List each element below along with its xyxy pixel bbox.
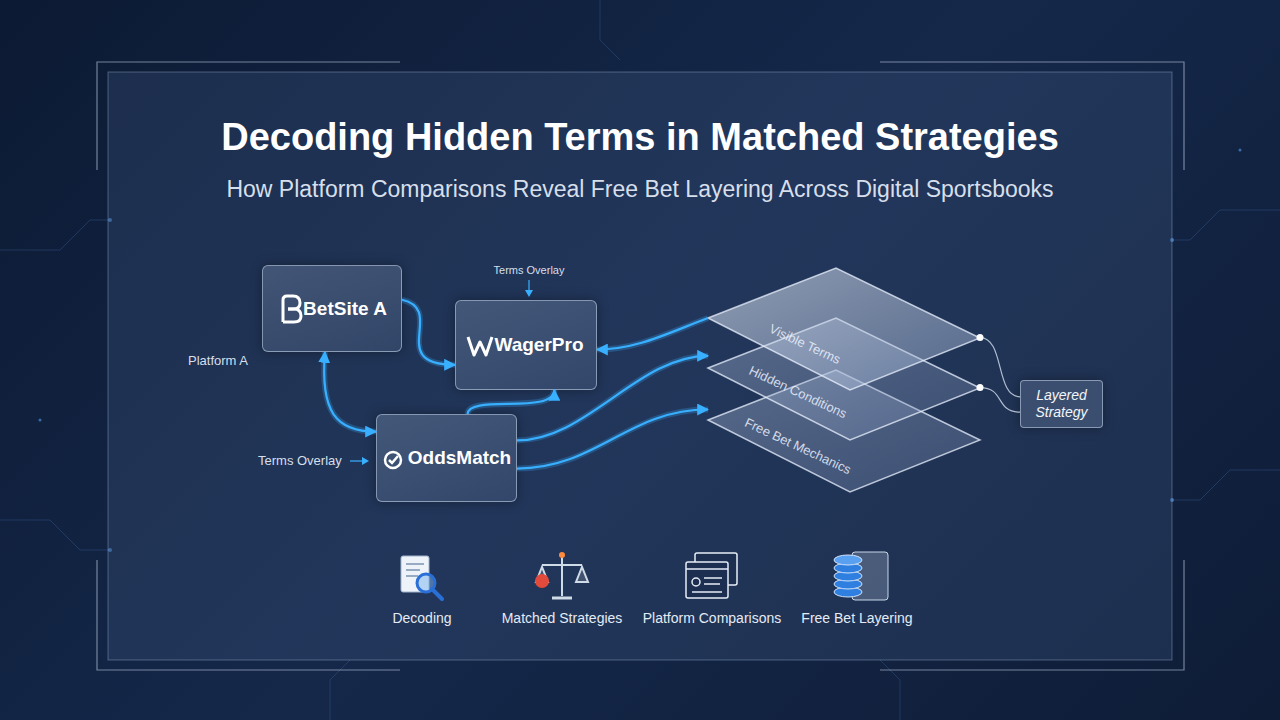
overlay-label: Terms Overlay [494, 264, 565, 276]
subtitle: How Platform Comparisons Reveal Free Bet… [226, 176, 1053, 203]
icon-caption: Free Bet Layering [801, 610, 912, 626]
connector-line [402, 300, 455, 365]
connector-line [597, 318, 708, 349]
connector-line [324, 352, 376, 432]
connector-glow [468, 390, 555, 414]
platform-box: WagerPro [455, 300, 597, 390]
platform-label: Platform A [188, 353, 248, 368]
frame-corners [97, 62, 1184, 670]
icon-caption: Matched Strategies [502, 610, 623, 626]
connector-glow [517, 410, 708, 469]
betsite-logo [283, 296, 301, 322]
connector-glow [324, 352, 376, 432]
layer-plane: Visible Terms [708, 268, 980, 390]
layer-shape [708, 268, 980, 390]
connector-dot [977, 334, 984, 341]
connector-glow [517, 356, 708, 441]
browser-windows-icon [686, 553, 737, 598]
icon-caption: Platform Comparisons [643, 610, 782, 626]
connector-line [517, 356, 708, 441]
database-stack-icon [834, 552, 888, 600]
platform-box: BetSite A [262, 265, 402, 352]
connector-glow [597, 318, 708, 349]
overlay-pointers [350, 280, 533, 465]
connector-glow [980, 388, 1020, 413]
connector-line [517, 410, 708, 469]
platform-name: WagerPro [468, 334, 583, 356]
connector [324, 352, 376, 432]
connector [517, 410, 708, 469]
connector [977, 334, 1021, 397]
connector-dot [977, 384, 984, 391]
connector-line [980, 338, 1020, 397]
connector-glow [402, 300, 455, 365]
connector [977, 384, 1021, 412]
connector [402, 300, 455, 365]
box-label: Layered Strategy [1021, 387, 1102, 421]
panel [108, 72, 1172, 660]
connector-glow [980, 338, 1020, 397]
strategy-box: Layered Strategy [1020, 380, 1103, 428]
platform-name: BetSite A [277, 298, 387, 320]
connector [597, 318, 708, 349]
scale-icon [535, 552, 588, 598]
connector-line [468, 390, 555, 414]
connector-line [980, 388, 1020, 413]
connector [468, 390, 555, 414]
overlay-label: Terms Overlay [258, 453, 342, 468]
connector [517, 356, 708, 441]
icon-caption: Decoding [392, 610, 451, 626]
layer-outline [708, 370, 980, 492]
platform-name: OddsMatch [382, 447, 511, 469]
wagerpro-logo [468, 337, 492, 355]
platform-box: OddsMatch [376, 414, 517, 502]
title: Decoding Hidden Terms in Matched Strateg… [221, 116, 1059, 159]
decoding-icon [401, 556, 442, 599]
oddsmatch-logo [385, 452, 401, 468]
